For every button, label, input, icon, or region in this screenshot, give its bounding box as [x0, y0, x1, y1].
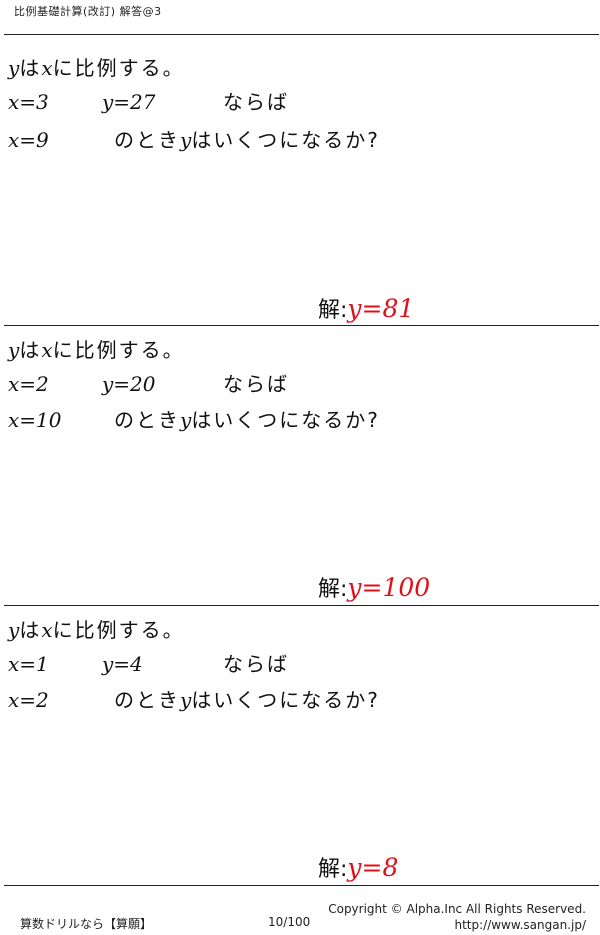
problem-3: yはxに比例する。 x=1 y=4 ならば x=2 のときyはいくつになるか? …: [0, 600, 600, 890]
given-tail: ならば: [223, 90, 289, 114]
given-x: x=2: [8, 372, 49, 396]
question: x=9 のときyはいくつになるか?: [8, 128, 380, 152]
problem-statement: yはxに比例する。: [8, 338, 185, 362]
footer-brand: 算数ドリルなら【算願】: [20, 917, 153, 931]
divider-rule: [4, 605, 599, 606]
problem-2: yはxに比例する。 x=2 y=20 ならば x=10 のときyはいくつになるか…: [0, 320, 600, 610]
given-x: x=3: [8, 90, 49, 114]
answer: 解:y=81: [318, 296, 414, 324]
answer-label: 解:: [318, 298, 348, 323]
given-y: y=27: [102, 90, 156, 114]
page-number: 10/100: [268, 915, 311, 929]
problem-1: yはxに比例する。 x=3 y=27 ならば x=9 のときyはいくつになるか?…: [0, 40, 600, 330]
var-x: x: [41, 56, 53, 80]
given-y: y=4: [102, 652, 143, 676]
given-values: x=3 y=27 ならば: [8, 90, 598, 114]
answer: 解:y=8: [318, 855, 398, 883]
question: x=10 のときyはいくつになるか?: [8, 408, 380, 432]
footer-rule: [4, 885, 599, 886]
answer-label: 解:: [318, 577, 348, 602]
given-x: x=1: [8, 652, 49, 676]
given-tail: ならば: [223, 372, 289, 396]
header-rule: [4, 34, 599, 35]
var-x: x: [41, 618, 53, 642]
question: x=2 のときyはいくつになるか?: [8, 688, 380, 712]
given-values: x=2 y=20 ならば: [8, 372, 598, 396]
given-tail: ならば: [223, 652, 289, 676]
var-y: y: [8, 618, 20, 642]
answer-value: y=100: [347, 573, 431, 602]
var-y: y: [8, 56, 20, 80]
answer: 解:y=100: [318, 575, 430, 603]
answer-label: 解:: [318, 857, 348, 882]
site-link[interactable]: http://www.sangan.jp/: [454, 918, 586, 932]
problem-statement: yはxに比例する。: [8, 56, 185, 80]
divider-rule: [4, 325, 599, 326]
given-y: y=20: [102, 372, 156, 396]
problem-statement: yはxに比例する。: [8, 618, 185, 642]
var-y: y: [8, 338, 20, 362]
given-values: x=1 y=4 ならば: [8, 652, 598, 676]
answer-value: y=81: [347, 294, 415, 323]
ask-x: x=2: [8, 688, 49, 712]
var-x: x: [41, 338, 53, 362]
ask-x: x=10: [8, 408, 62, 432]
page-header: 比例基礎計算(改訂) 解答@3: [14, 5, 162, 18]
ask-x: x=9: [8, 128, 49, 152]
answer-value: y=8: [347, 853, 399, 882]
copyright: Copyright © Alpha.Inc All Rights Reserve…: [328, 902, 586, 916]
